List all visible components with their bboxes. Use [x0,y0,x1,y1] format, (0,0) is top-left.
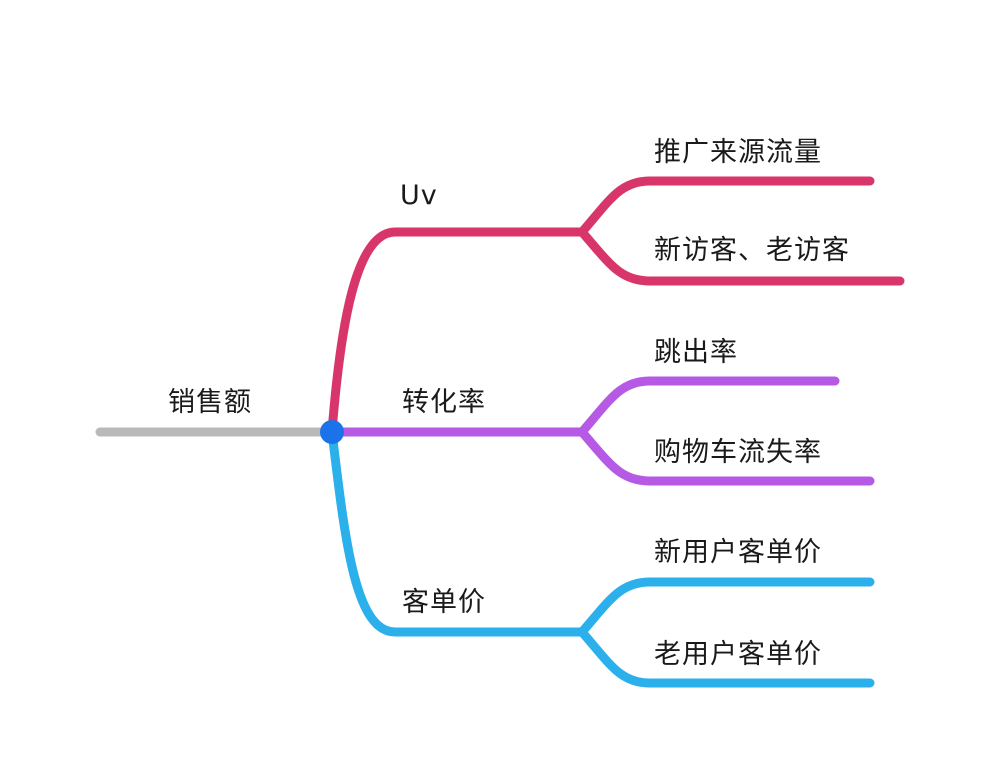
branch-label-uv[interactable]: Uv [400,180,438,211]
edge-aov-old-user [577,627,875,688]
branch-label-aov[interactable]: 客单价 [402,587,486,618]
root-hub-node[interactable] [320,420,344,444]
edge-conversion-bounce [577,376,840,437]
edge-uv-promo-traffic [577,176,875,237]
edge-uv-new-old-visitors [577,227,905,286]
leaf-label-promo-traffic[interactable]: 推广来源流量 [654,137,822,168]
leaf-label-cart-abandon[interactable]: 购物车流失率 [654,437,822,468]
leaf-label-old-user-aov[interactable]: 老用户客单价 [654,639,822,670]
edge-uv [327,227,587,437]
edge-aov [327,427,587,637]
leaf-label-new-user-aov[interactable]: 新用户客单价 [654,537,822,568]
leaf-label-new-old-visitors[interactable]: 新访客、老访客 [654,235,850,266]
leaf-label-bounce-rate[interactable]: 跳出率 [654,337,738,368]
edge-aov-new-user [577,577,875,637]
root-label[interactable]: 销售额 [168,387,252,418]
branch-label-conversion[interactable]: 转化率 [402,387,486,418]
edge-conversion-cart [577,427,875,486]
